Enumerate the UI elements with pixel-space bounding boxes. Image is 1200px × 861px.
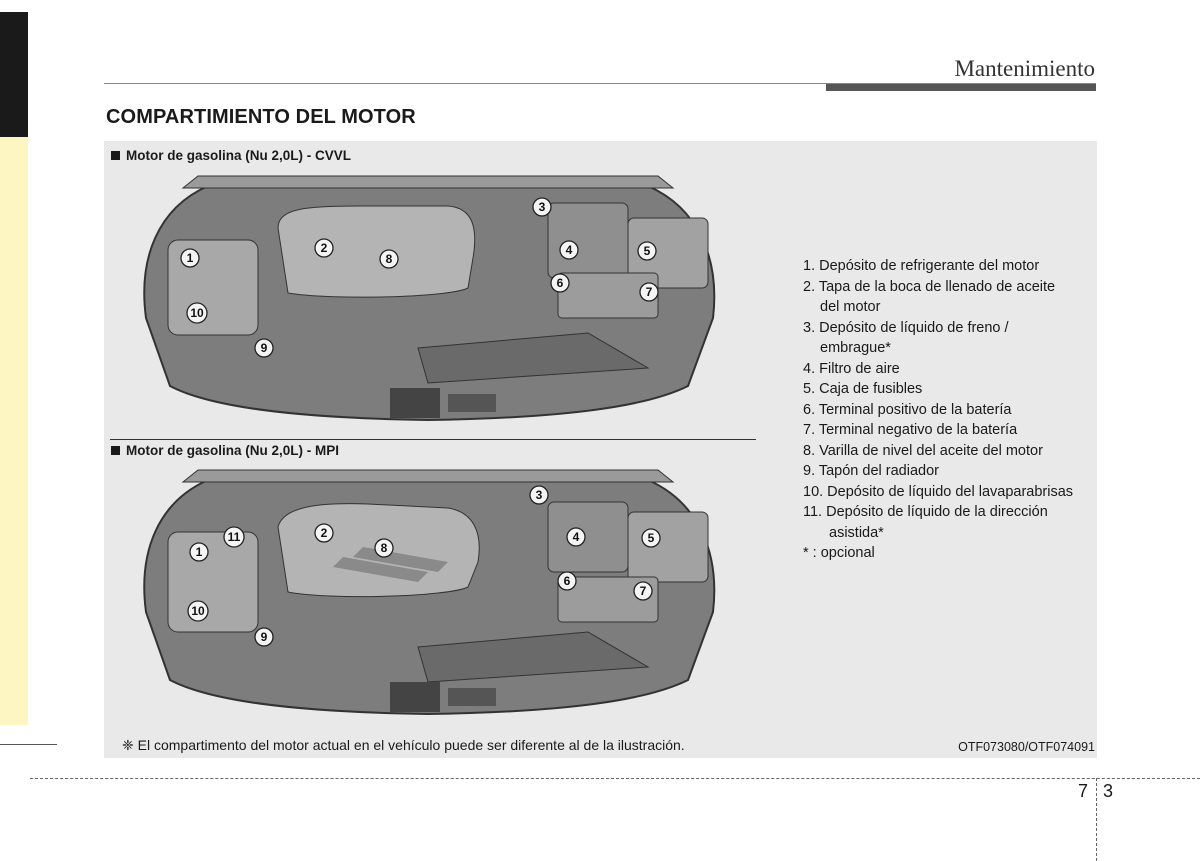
legend-item: 11. Depósito de líquido de la dirección [803, 504, 1048, 520]
page-chapter-number: 7 [1078, 781, 1089, 801]
callout-5: 5 [637, 241, 657, 261]
section-label: Mantenimiento [954, 56, 1095, 81]
square-bullet-icon [111, 446, 120, 455]
svg-text:10: 10 [190, 306, 204, 320]
svg-text:4: 4 [566, 243, 573, 257]
svg-text:5: 5 [644, 244, 651, 258]
svg-text:1: 1 [196, 545, 203, 559]
figure-heading-text: Motor de gasolina (Nu 2,0L) - MPI [126, 443, 340, 458]
svg-text:1: 1 [187, 251, 194, 265]
legend-item: 2. Tapa de la boca de llenado de aceite [803, 278, 1056, 295]
component-legend: 1. Depósito de refrigerante del motor 2.… [803, 256, 1095, 564]
legend-item: embrague* [820, 340, 891, 356]
callout-9: 9 [254, 627, 274, 647]
callout-10: 10 [187, 600, 209, 622]
legend-item: 3. Depósito de líquido de freno / [803, 319, 1009, 336]
legend-item: 6. Terminal positivo de la batería [803, 401, 1012, 418]
callout-6: 6 [550, 273, 570, 293]
chapter-tab-highlight [0, 137, 28, 725]
engine-illustration-cvvl: 1 2 3 4 5 6 7 8 9 10 [143, 175, 716, 422]
header-rule [104, 83, 1096, 84]
callout-7: 7 [633, 581, 653, 601]
callout-5: 5 [641, 528, 661, 548]
callout-3: 3 [532, 197, 552, 217]
svg-text:9: 9 [261, 630, 268, 644]
footer-vertical-rule [1096, 778, 1097, 861]
svg-text:4: 4 [573, 530, 580, 544]
svg-text:5: 5 [648, 531, 655, 545]
legend-item: 9. Tapón del radiador [803, 463, 939, 479]
footnote: ❈ El compartimento del motor actual en e… [122, 737, 685, 753]
callout-11: 11 [223, 526, 245, 548]
square-bullet-icon [111, 151, 120, 160]
svg-text:2: 2 [321, 241, 328, 255]
legend-item: 5. Caja de fusibles [803, 381, 923, 397]
callout-4: 4 [566, 527, 586, 547]
footer-rule [30, 778, 1200, 779]
figure-heading-cvvl: Motor de gasolina (Nu 2,0L) - CVVL [111, 148, 351, 163]
svg-text:6: 6 [564, 574, 571, 588]
svg-text:6: 6 [557, 276, 564, 290]
figure-heading-mpi: Motor de gasolina (Nu 2,0L) - MPI [111, 443, 339, 458]
legend-item: 1. Depósito de refrigerante del motor [803, 258, 1040, 274]
header-bar [826, 84, 1096, 91]
callout-2: 2 [314, 238, 334, 258]
callout-7: 7 [639, 282, 659, 302]
callout-8: 8 [374, 538, 394, 558]
callout-3: 3 [529, 485, 549, 505]
legend-item: del motor [820, 299, 881, 315]
legend-item: 8. Varilla de nivel del aceite del motor [803, 442, 1043, 459]
engine-illustration-mpi: 1 2 3 4 5 6 7 8 9 10 11 [143, 469, 716, 716]
page-title: COMPARTIMIENTO DEL MOTOR [106, 106, 416, 128]
callout-1: 1 [189, 542, 209, 562]
figure-divider [110, 439, 756, 440]
svg-text:3: 3 [539, 200, 546, 214]
svg-text:8: 8 [386, 252, 393, 266]
svg-text:7: 7 [640, 584, 647, 598]
legend-item: 7. Terminal negativo de la batería [803, 422, 1018, 438]
svg-text:9: 9 [261, 341, 268, 355]
callout-6: 6 [557, 571, 577, 591]
svg-text:2: 2 [321, 526, 328, 540]
legend-item: asistida* [829, 524, 884, 541]
svg-text:10: 10 [191, 604, 205, 618]
callout-9: 9 [254, 338, 274, 358]
legend-item: * : opcional [803, 545, 875, 561]
callout-8: 8 [379, 249, 399, 269]
legend-item: 10. Depósito de líquido del lavaparabris… [803, 483, 1074, 500]
svg-text:11: 11 [228, 530, 241, 544]
callout-4: 4 [559, 240, 579, 260]
callout-1: 1 [180, 248, 200, 268]
svg-text:3: 3 [536, 488, 543, 502]
svg-text:8: 8 [381, 541, 388, 555]
page-number: 3 [1103, 781, 1114, 801]
chapter-tab-dark [0, 12, 28, 137]
callout-2: 2 [314, 523, 334, 543]
side-rule [0, 744, 57, 745]
figure-heading-text: Motor de gasolina (Nu 2,0L) - CVVL [126, 148, 352, 163]
callout-10: 10 [186, 302, 208, 324]
image-code: OTF073080/OTF074091 [958, 740, 1095, 754]
svg-text:7: 7 [646, 285, 653, 299]
legend-item: 4. Filtro de aire [803, 360, 900, 377]
